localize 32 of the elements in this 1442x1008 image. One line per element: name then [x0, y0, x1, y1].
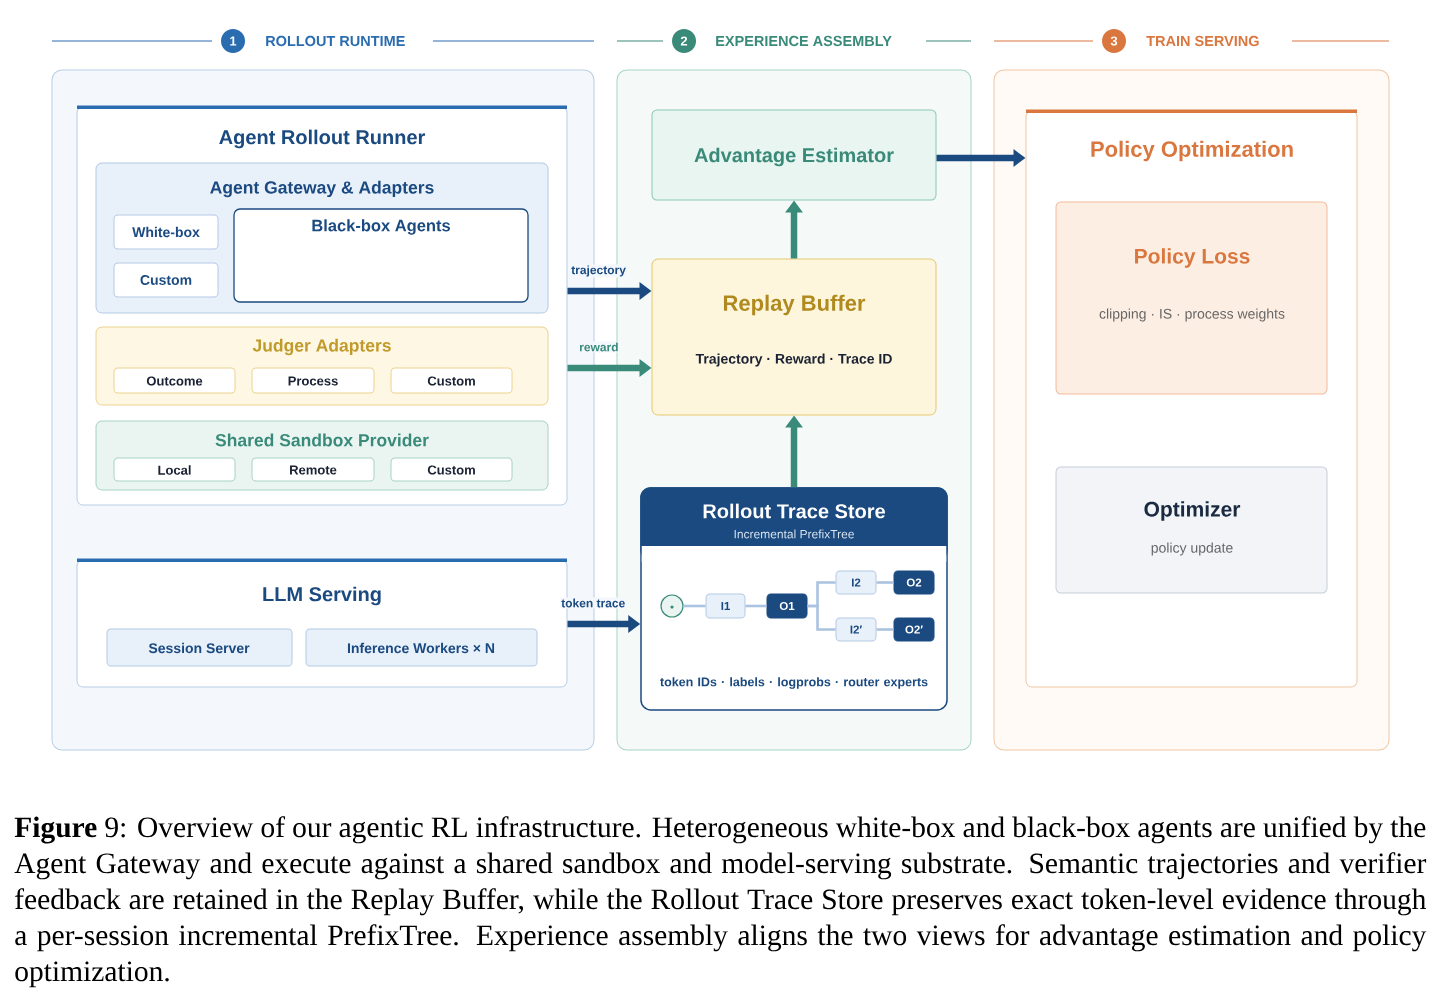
- process-box: Optimizer policy update: [1055, 466, 1328, 594]
- tag-box: Session Server: [106, 628, 293, 667]
- tag-box: Local: [113, 457, 236, 482]
- root-circle: [660, 594, 684, 618]
- process-box: Policy Loss clipping · IS · process weights: [1055, 201, 1328, 395]
- tree-node: I1: [705, 593, 746, 619]
- tag-box: Custom: [113, 262, 219, 298]
- node-label: TRAIN SERVING: [1146, 35, 1259, 47]
- tree-node: O2: [893, 570, 935, 595]
- tag-box: Remote: [251, 457, 375, 482]
- process-box: Replay Buffer Trajectory · Reward · Trace ID: [651, 258, 937, 416]
- node-label: 2: [680, 36, 688, 46]
- edge-label: reward: [578, 341, 620, 353]
- tree-node: O1: [766, 593, 808, 619]
- edge-label: token trace: [560, 597, 627, 609]
- edge-label: trajectory: [570, 264, 627, 278]
- caption: Figure 9: Overview of our agentic RL infrastructure. Heterogeneous white-box and black-box agents are unified by the Agent Gateway and execute against a shared sandbox and model-serving substrate. Semantic trajectories and verifier feedback are retained in the Replay Buffer, while the Rollout Trace Store preserves exact token-level evidence through a per-session incremental PrefixTree. Experience assembly aligns the two views for advantage estimation and policy optimization.: [14, 816, 1427, 988]
- node-label: EXPERIENCE ASSEMBLY: [716, 35, 892, 47]
- tag-box: Custom: [390, 457, 513, 482]
- process-box: Advantage Estimator: [651, 109, 937, 201]
- tree-node: I2′: [835, 617, 877, 642]
- tag-box: Inference Workers × N: [305, 628, 538, 667]
- tag-box: Custom: [390, 367, 513, 394]
- tree-node: I2: [835, 570, 877, 595]
- node-label: 3: [1110, 36, 1118, 46]
- tree-node: O2′: [893, 617, 935, 642]
- tag-box: Process: [251, 367, 375, 394]
- node-label: ROLLOUT RUNTIME: [266, 35, 405, 47]
- agents-box: Black-box Agents: [233, 208, 529, 303]
- tag-box: Outcome: [113, 367, 236, 394]
- node-label: 1: [230, 36, 237, 46]
- tag-box: White-box: [113, 214, 219, 250]
